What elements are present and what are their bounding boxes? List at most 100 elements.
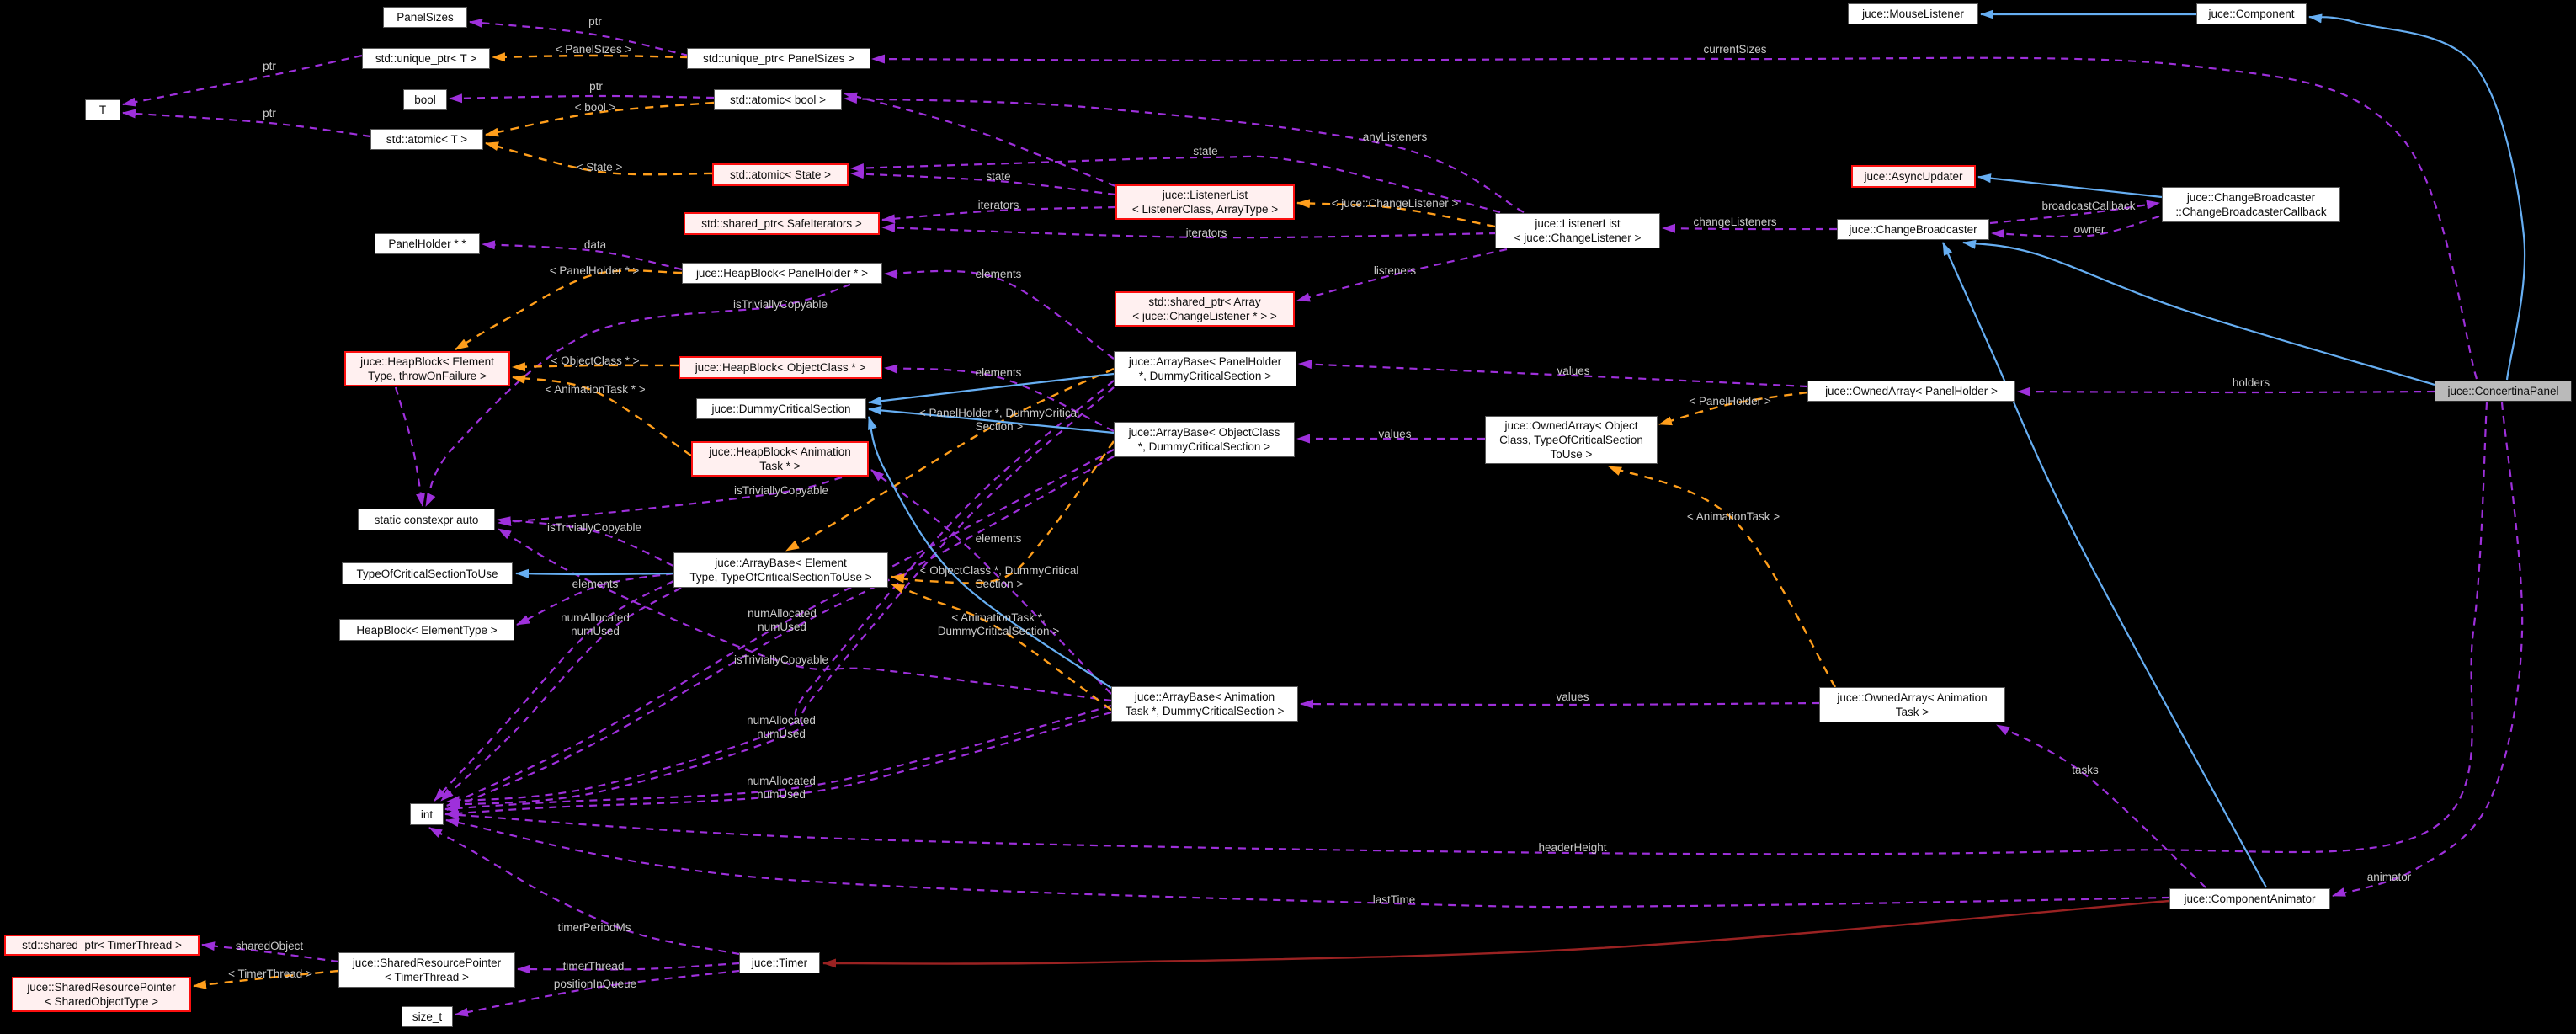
edge-istriviallycopyable-hbat bbox=[498, 476, 843, 527]
node-arraybase-objectclass[interactable]: juce::ArrayBase< ObjectClass *, DummyCri… bbox=[1114, 422, 1295, 457]
node-shared-ptr-safeiterators[interactable]: std::shared_ptr< SafeIterators > bbox=[684, 212, 880, 235]
edge-istriviallycopyable-abat bbox=[498, 528, 1112, 702]
edge-istriviallycopyable-hbtemplate bbox=[394, 386, 425, 507]
edge-istriviallycopyable-hbph bbox=[424, 283, 851, 507]
node-asyncupdater[interactable]: juce::AsyncUpdater bbox=[1851, 165, 1976, 188]
node-heapblock-elementtype[interactable]: HeapBlock< ElementType > bbox=[339, 619, 514, 641]
node-int[interactable]: int bbox=[410, 803, 444, 825]
node-sharedresourcepointer-timerthread[interactable]: juce::SharedResourcePointer < TimerThrea… bbox=[338, 952, 515, 988]
edge-label: ptr bbox=[588, 15, 602, 28]
edge-broadcastcallback bbox=[1989, 200, 2160, 225]
edge-numallocated-aboc-1 bbox=[446, 449, 1115, 807]
node-heapblock-template[interactable]: juce::HeapBlock< Element Type, throwOnFa… bbox=[344, 351, 510, 386]
node-unique-ptr-t[interactable]: std::unique_ptr< T > bbox=[362, 48, 490, 69]
node-panelholder-pp[interactable]: PanelHolder * * bbox=[375, 233, 480, 254]
edge-inst-panelsizes bbox=[492, 52, 689, 62]
edge-ptr-uniqueptr-to-t bbox=[122, 54, 363, 107]
node-ownedarray-panelholder[interactable]: juce::OwnedArray< PanelHolder > bbox=[1807, 381, 2015, 402]
edge-label: lastTime bbox=[1372, 893, 1416, 906]
edge-data bbox=[482, 240, 683, 271]
node-changebroadcastercallback[interactable]: juce::ChangeBroadcaster ::ChangeBroadcas… bbox=[2162, 187, 2340, 222]
node-bool[interactable]: bool bbox=[403, 89, 447, 110]
edge-tasks bbox=[1996, 724, 2206, 888]
node-listenerlist-changelistener[interactable]: juce::ListenerList < juce::ChangeListene… bbox=[1495, 213, 1660, 248]
node-typeofcriticalsectiontouse[interactable]: TypeOfCriticalSectionToUse bbox=[342, 562, 513, 584]
node-timer[interactable]: juce::Timer bbox=[739, 952, 820, 973]
edge-cbcb-asyncupdater bbox=[1977, 173, 2163, 199]
edge-headerheight bbox=[445, 402, 2488, 855]
edge-state-lltemplate bbox=[850, 169, 1116, 196]
node-listenerlist-template[interactable]: juce::ListenerList < ListenerClass, Arra… bbox=[1115, 184, 1295, 220]
edge-elements-abat bbox=[870, 469, 1112, 695]
edge-label: state bbox=[986, 170, 1011, 183]
node-shared-ptr-array-changelistener[interactable]: std::shared_ptr< Array < juce::ChangeLis… bbox=[1115, 291, 1295, 327]
node-heapblock-objectclass[interactable]: juce::HeapBlock< ObjectClass * > bbox=[679, 356, 882, 379]
edge-ptr-to-panelsizes bbox=[469, 18, 689, 57]
edge-animator-timer-private bbox=[822, 899, 2170, 968]
edge-owner bbox=[1991, 215, 2160, 238]
edge-label: positionInQueue bbox=[553, 978, 637, 990]
node-static-constexpr-auto[interactable]: static constexpr auto bbox=[358, 509, 495, 530]
edge-label: ptr bbox=[263, 60, 276, 72]
node-atomic-t[interactable]: std::atomic< T > bbox=[370, 129, 483, 150]
node-heapblock-panelholder[interactable]: juce::HeapBlock< PanelHolder * > bbox=[682, 263, 882, 284]
node-arraybase-animationtask[interactable]: juce::ArrayBase< Animation Task *, Dummy… bbox=[1111, 686, 1298, 722]
edge-numallocated-abph-1 bbox=[446, 380, 1115, 806]
node-component[interactable]: juce::Component bbox=[2196, 3, 2307, 24]
edge-label: < bool > bbox=[574, 101, 616, 114]
node-size-t[interactable]: size_t bbox=[402, 1006, 453, 1027]
edge-label: elements bbox=[975, 532, 1022, 545]
edge-numallocated-abat-1 bbox=[444, 704, 1112, 813]
node-componentanimator[interactable]: juce::ComponentAnimator bbox=[2169, 888, 2330, 909]
edge-anylisteners-lltemplate bbox=[844, 92, 1116, 188]
node-mouselistener[interactable]: juce::MouseListener bbox=[1848, 3, 1978, 24]
edge-sharedobject bbox=[201, 941, 339, 963]
edge-label: isTriviallyCopyable bbox=[733, 484, 829, 497]
node-shared-ptr-timerthread[interactable]: std::shared_ptr< TimerThread > bbox=[4, 935, 200, 956]
edge-label: listeners bbox=[1373, 264, 1417, 277]
edge-animator bbox=[2332, 402, 2524, 898]
edge-label: ptr bbox=[263, 107, 276, 120]
edge-label: animator bbox=[2366, 871, 2412, 883]
node-atomic-bool[interactable]: std::atomic< bool > bbox=[714, 89, 842, 110]
edge-numallocated-aboc-2 bbox=[446, 456, 1115, 812]
node-ownedarray-animationtask[interactable]: juce::OwnedArray< Animation Task > bbox=[1819, 687, 2005, 722]
edge-positioninqueue bbox=[455, 969, 740, 1017]
edge-label: headerHeight bbox=[1538, 841, 1607, 854]
node-ownedarray-objectclass[interactable]: juce::OwnedArray< Object Class, TypeOfCr… bbox=[1485, 416, 1658, 464]
edge-label: sharedObject bbox=[235, 940, 304, 952]
edge-label: broadcastCallback bbox=[2041, 200, 2136, 212]
edge-abtemplate-tocstu bbox=[515, 568, 674, 578]
edge-label: data bbox=[583, 238, 607, 251]
node-panelsizes[interactable]: PanelSizes bbox=[383, 7, 467, 28]
edge-concertina-component bbox=[2308, 13, 2526, 381]
edge-label: < TimerThread > bbox=[228, 967, 312, 980]
node-unique-ptr-panelsizes[interactable]: std::unique_ptr< PanelSizes > bbox=[687, 48, 870, 69]
node-atomic-state[interactable]: std::atomic< State > bbox=[712, 163, 849, 186]
edge-state-llcl bbox=[850, 155, 1501, 214]
edge-changelisteners bbox=[1662, 223, 1838, 233]
edge-label: numAllocated numUsed bbox=[747, 775, 816, 801]
node-arraybase-panelholder[interactable]: juce::ArrayBase< PanelHolder *, DummyCri… bbox=[1114, 351, 1296, 386]
edge-label: < AnimationTask > bbox=[1686, 510, 1780, 523]
edge-label: < AnimationTask *, DummyCriticalSection … bbox=[937, 611, 1060, 637]
edge-abph-dummycs bbox=[868, 372, 1115, 406]
node-dummycriticalsection[interactable]: juce::DummyCriticalSection bbox=[696, 398, 866, 419]
edge-label: changeListeners bbox=[1693, 216, 1777, 228]
edge-label: holders bbox=[2232, 376, 2270, 389]
edge-label: values bbox=[1378, 428, 1412, 440]
node-heapblock-animationtask[interactable]: juce::HeapBlock< Animation Task * > bbox=[691, 441, 869, 477]
edge-label: < PanelHolder *, DummyCritical Section > bbox=[918, 407, 1080, 433]
edge-animator-changebroadcaster bbox=[1941, 242, 2267, 888]
node-sharedresourcepointer-template[interactable]: juce::SharedResourcePointer < SharedObje… bbox=[12, 977, 191, 1012]
edge-label: isTriviallyCopyable bbox=[546, 521, 642, 534]
node-arraybase-template[interactable]: juce::ArrayBase< Element Type, TypeOfCri… bbox=[673, 552, 888, 588]
node-concertinapanel: juce::ConcertinaPanel bbox=[2435, 381, 2572, 402]
node-t[interactable]: T bbox=[85, 99, 120, 120]
edge-label: anyListeners bbox=[1362, 131, 1428, 143]
edge-label: currentSizes bbox=[1703, 43, 1767, 56]
edge-listeners bbox=[1296, 248, 1508, 302]
edge-label: owner bbox=[2073, 223, 2105, 236]
node-changebroadcaster[interactable]: juce::ChangeBroadcaster bbox=[1837, 219, 1989, 240]
